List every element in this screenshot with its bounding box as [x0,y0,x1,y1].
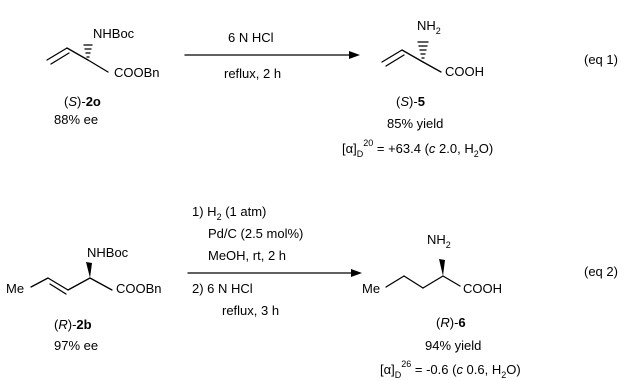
eq1-product-hashed-wedge [417,41,429,59]
eq2-product-bond-chain [403,275,424,289]
eq2-reactant-coobn: COOBn [116,281,162,296]
eq2-product-rotation: [α]D26 = -0.6 (c 0.6, H2O) [380,359,521,380]
eq2-reaction-arrow [187,269,362,277]
eq2-product-solid-wedge [439,259,445,276]
eq1-reactant-ee: 88% ee [54,112,98,127]
eq1-bond-to-alpha [66,47,89,61]
eq1-reaction-arrow [184,51,360,59]
eq1-condition: reflux, 2 h [224,66,281,81]
eq2-step1-catalyst: Pd/C (2.5 mol%) [208,226,303,241]
eq2-product-label: (R)-6 [436,315,466,330]
eq2-reactant-ee: 97% ee [54,338,98,353]
eq1-reactant-nhboc: NHBoc [93,26,135,41]
eq1-bond-to-ester [87,59,109,73]
eq2-reactant-structure [30,262,113,295]
eq2-step1-solvent: MeOH, rt, 2 h [208,248,286,263]
eq1-reactant-structure [46,44,109,73]
eq1-vinyl-double-bond-a [46,47,68,61]
eq2-product-me: Me [362,281,380,296]
eq1-product-cooh: COOH [445,64,484,79]
eq2-step1-hydrogen: 1) H2 (1 atm) [192,204,266,222]
eq1-product-nh2: NH2 [417,18,441,36]
eq1-product-rotation: [α]D20 = +63.4 (c 2.0, H2O) [342,138,493,159]
eq2-product-cooh: COOH [463,281,502,296]
eq2-reactant-nhboc: NHBoc [87,245,129,260]
eq2-reactant-me: Me [6,281,24,296]
eq1-product-label: (S)-5 [396,94,425,109]
eq2-product-yield: 94% yield [425,338,481,353]
eq2-double-bond-b [49,283,67,295]
eq2-product-bond-to-alpha [422,275,444,289]
eq2-tag: (eq 2) [584,264,618,279]
eq2-bond-to-alpha [67,277,91,291]
eq1-product-vinyl-a [381,49,403,63]
eq1-product-yield: 85% yield [387,116,443,131]
eq1-product-bond-to-alpha [401,49,424,63]
eq2-bond-me [30,277,49,288]
eq1-product-bond-to-acid [422,61,442,73]
eq2-step2-condition: reflux, 3 h [222,303,279,318]
eq1-reactant-coobn: COOBn [114,65,160,80]
eq2-double-bond-a [47,277,69,291]
eq2-product-bond-to-acid [442,275,461,287]
eq1-tag: (eq 1) [584,52,618,67]
eq2-bond-to-ester [89,277,113,291]
eq2-reactant-label: (R)-2b [54,317,92,332]
eq2-solid-wedge [86,262,92,278]
eq2-product-structure [385,259,461,289]
eq2-product-nh2: NH2 [427,232,451,250]
eq1-vinyl-double-bond-b [50,52,70,65]
eq1-product-vinyl-b [385,54,405,67]
eq1-reactant-label: (S)-2o [64,94,101,109]
eq1-product-structure [381,41,442,73]
eq1-hashed-wedge [83,44,93,58]
eq2-product-bond-me [385,275,405,288]
eq2-step2: 2) 6 N HCl [192,281,253,296]
eq1-reagent: 6 N HCl [228,30,274,45]
